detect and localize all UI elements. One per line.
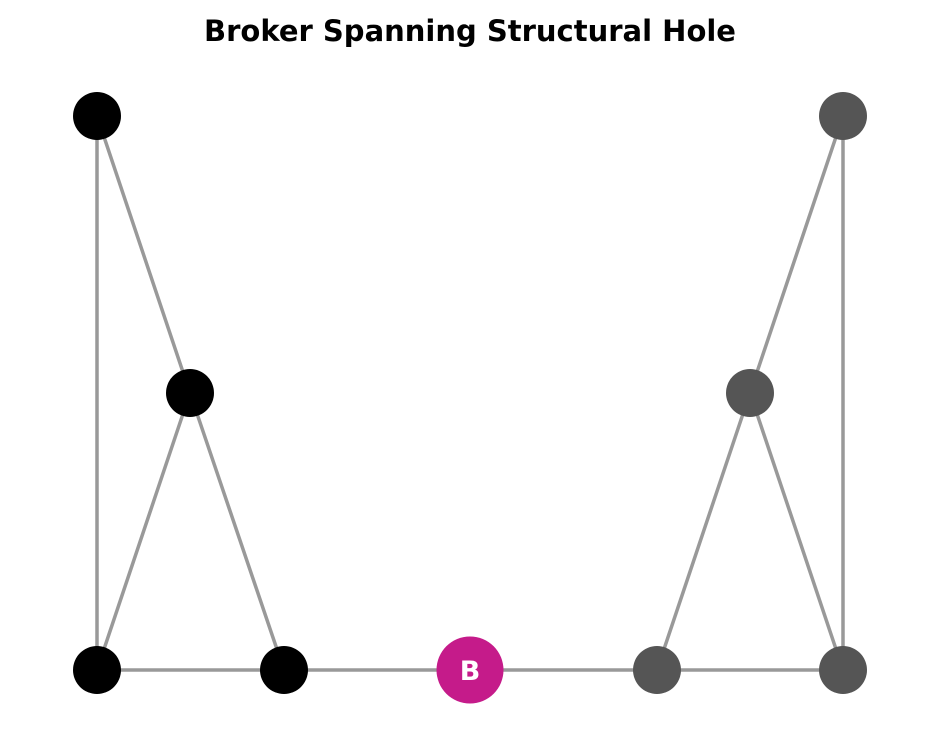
node-a4 (260, 646, 308, 694)
node-b1 (819, 92, 867, 140)
edge-b2-b1 (748, 115, 845, 394)
node-b2 (726, 369, 774, 417)
edge-a2-a4 (188, 392, 286, 671)
edge-b4-b2 (655, 392, 752, 671)
broker-node-label: B (460, 656, 481, 687)
node-a1 (73, 92, 121, 140)
node-a3 (73, 646, 121, 694)
node-b4 (633, 646, 681, 694)
broker-node (436, 636, 504, 704)
edge-a1-a2 (95, 115, 192, 394)
node-a2 (166, 369, 214, 417)
node-b3 (819, 646, 867, 694)
diagram-title: Broker Spanning Structural Hole (204, 14, 736, 48)
edge-a2-a3 (95, 392, 192, 671)
edge-b2-b3 (748, 392, 845, 671)
